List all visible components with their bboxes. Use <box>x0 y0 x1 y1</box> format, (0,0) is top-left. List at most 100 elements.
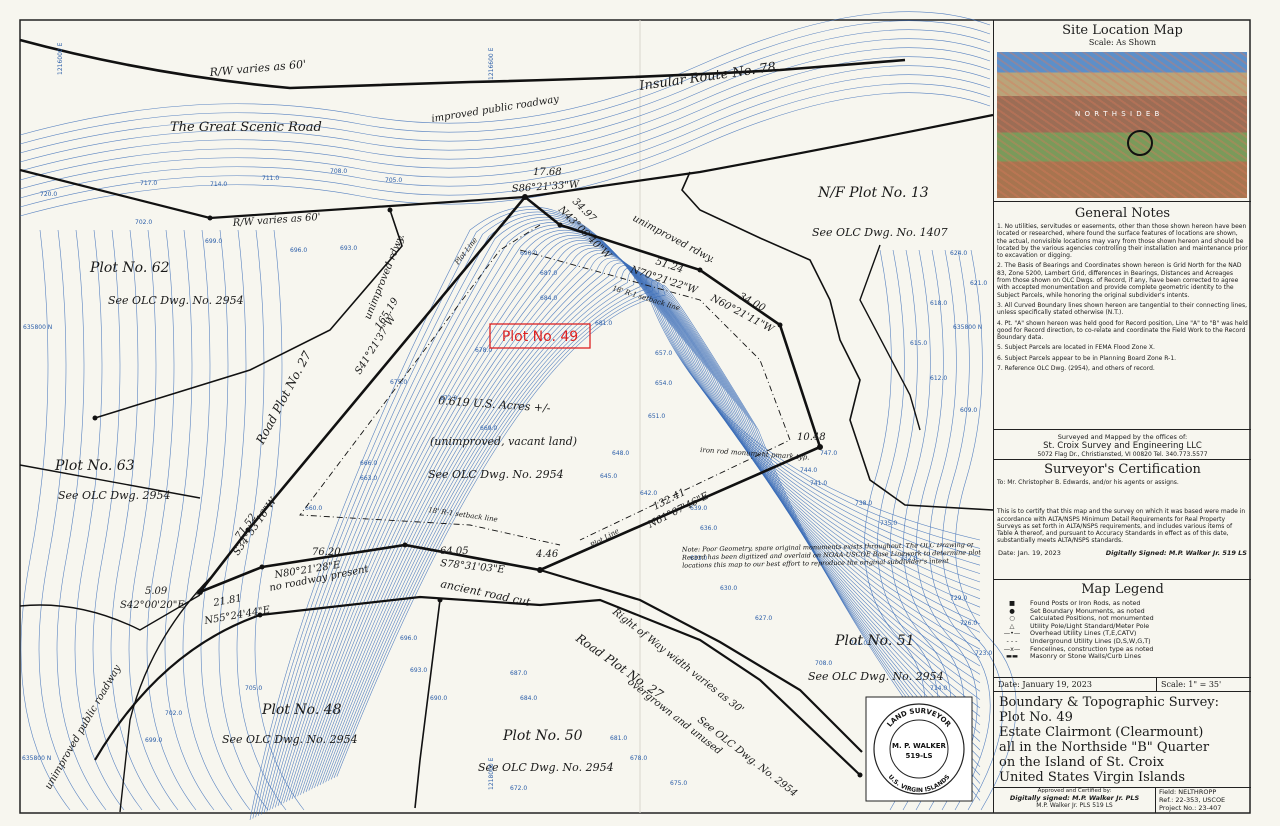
plot-63-line <box>19 464 201 499</box>
elevation-label: 726.0 <box>960 620 977 627</box>
plot-49-label: Plot No. 49 <box>502 329 578 345</box>
setback-lines <box>299 224 791 546</box>
certification-signature: Digitally Signed: M.P. Walker Jr. 519 LS <box>1105 548 1247 557</box>
grid-labels: 1216000 E 1216600 E 1218000 E 635800 N 6… <box>22 42 982 790</box>
road-plot-27-north-line <box>539 568 863 753</box>
poor-geometry-note: Note: Poor Geometry, spare original monu… <box>682 543 982 570</box>
plot-62-label: Plot No. 62 <box>89 260 170 276</box>
elevation-label: 714.0 <box>210 181 227 188</box>
elevation-label: 729.0 <box>950 595 967 602</box>
elevation-label: 666.0 <box>360 460 377 467</box>
elevation-label: 672.0 <box>510 785 527 792</box>
plot-13-label: N/F Plot No. 13 <box>817 185 929 201</box>
site-location-box: Site Location Map Scale: As Shown N O R … <box>994 20 1251 202</box>
unimproved-public-label: unimproved public roadway <box>43 663 124 791</box>
elevation-label: 663.0 <box>360 475 377 482</box>
company-box: Surveyed and Mapped by the offices of: S… <box>994 430 1251 460</box>
elevation-label: 711.0 <box>262 175 279 182</box>
elevation-label: 708.0 <box>330 168 347 175</box>
plot-62-63-line <box>94 209 403 419</box>
elevation-label: 630.0 <box>720 585 737 592</box>
drawing-scale: Scale: 1" = 35' <box>1156 678 1251 691</box>
elevation-label: 696.0 <box>400 635 417 642</box>
grid-label-3: 1218000 E <box>488 757 495 790</box>
plot-13-line <box>681 171 994 511</box>
elevation-label: 675.0 <box>390 379 407 386</box>
legend-item: —•—Overhead Utility Lines (T,E,CATV) <box>1003 629 1137 638</box>
plot-49-acres: 0.619 U.S. Acres +/- <box>438 394 551 415</box>
plot-line-bottom-label: Plot Line <box>588 527 620 550</box>
rw-south-line <box>19 113 994 220</box>
legend-title: Map Legend <box>1081 582 1164 597</box>
certification-box: Surveyor's Certification To: Mr. Christo… <box>994 460 1251 580</box>
legend-item: ▬▬Masonry or Stone Walls/Curb Lines <box>1005 652 1141 661</box>
elevation-label: 705.0 <box>385 177 402 184</box>
road-lines <box>19 38 994 813</box>
bearing-1048: 10.48 <box>797 432 826 443</box>
bearing-7620: 76.20 <box>312 547 341 558</box>
note-5: 5. Subject Parcels are located in FEMA F… <box>997 344 1155 352</box>
elevation-label: 681.0 <box>610 735 627 742</box>
elevation-label: 609.0 <box>960 407 977 414</box>
bearing-s42: S42°00'20"E <box>120 600 185 611</box>
bearing-6405: 64.05 <box>440 546 469 557</box>
setback-west <box>299 224 561 546</box>
grid-label-4: 635800 N <box>23 324 52 331</box>
elevation-label: 627.0 <box>755 615 772 622</box>
title-line-5: on the Island of St. Croix <box>999 755 1164 770</box>
elevation-label: 723.0 <box>975 650 992 657</box>
certification-title: Surveyor's Certification <box>1044 462 1201 477</box>
digital-signature: Digitally signed: M.P. Walker Jr. PLS <box>1009 794 1140 802</box>
elevation-label: 672.0 <box>440 395 457 402</box>
elevation-label: 687.0 <box>540 270 557 277</box>
note-4: 4. Pt. "A" shown hereon was held good fo… <box>997 319 1248 342</box>
project-label: Project No.: 23-407 <box>1159 804 1222 812</box>
elevation-label: 612.0 <box>930 375 947 382</box>
note-6: 6. Subject Parcels appear to be in Plann… <box>997 354 1177 362</box>
site-location-title: Site Location Map <box>1062 23 1183 38</box>
elevation-label: 660.0 <box>305 505 322 512</box>
elevation-label: 705.0 <box>245 685 262 692</box>
elevation-label: 747.0 <box>820 450 837 457</box>
row-width-label: Right of Way width varies as 30' <box>609 606 745 716</box>
elevation-label: 675.0 <box>670 780 687 787</box>
company-address: 5072 Flag Dr., Christiansted, VI 00820 T… <box>1037 451 1208 458</box>
pls-name: M.P. Walker Jr. PLS 519 LS <box>1036 802 1113 809</box>
plot-62-ref: See OLC Dwg. No. 2954 <box>108 294 244 307</box>
seal-name: M. P. WALKER <box>892 742 946 750</box>
elevation-label: 621.0 <box>970 280 987 287</box>
elevation-label: 693.0 <box>340 245 357 252</box>
road-see-2954-label: See OLC Dwg. No. 2954 <box>695 715 799 800</box>
elevation-label: 633.0 <box>690 555 707 562</box>
site-location-map: N O R T H S I D E B <box>997 52 1247 198</box>
plot-50-ref: See OLC Dwg. No. 2954 <box>478 761 614 774</box>
elevation-label: 744.0 <box>800 467 817 474</box>
elevation-label: 684.0 <box>520 695 537 702</box>
setback-east <box>519 249 791 541</box>
plot-48-ref: See OLC Dwg. No. 2954 <box>222 733 358 746</box>
elevation-label: 735.0 <box>880 520 897 527</box>
elevation-label: 615.0 <box>910 340 927 347</box>
note-1: 1. No utilities, servitudes or easements… <box>997 223 1248 260</box>
elevation-label: 690.0 <box>430 695 447 702</box>
plot-51-label: Plot No. 51 <box>834 633 915 649</box>
bearing-446: 4.46 <box>535 549 559 560</box>
rw-top-label: R/W varies as 60' <box>208 58 306 79</box>
elevation-label: 714.0 <box>930 685 947 692</box>
title-line-6: United States Virgin Islands <box>999 770 1186 785</box>
bearing-509: 5.09 <box>145 586 168 597</box>
legend-item: ■Found Posts or Iron Rods, as noted <box>1008 599 1141 607</box>
road-west-line <box>19 594 201 631</box>
elevation-label: 702.0 <box>165 710 182 717</box>
elevation-label: 681.0 <box>595 320 612 327</box>
elevation-label: 678.0 <box>475 347 492 354</box>
elevation-label: 690.0 <box>520 250 537 257</box>
legend-box: Map Legend ■Found Posts or Iron Rods, as… <box>994 580 1251 678</box>
certification-body: This is to certify that this map and the… <box>997 508 1246 545</box>
plot-49-label-box <box>489 323 591 349</box>
elevation-label: 732.0 <box>900 555 917 562</box>
site-location-region: N O R T H S I D E B <box>1075 110 1161 118</box>
general-notes-box: General Notes 1. No utilities, servitude… <box>994 202 1251 430</box>
surveyor-seal: LAND SURVEYOR U.S. VIRGIN ISLANDS M. P. … <box>865 696 973 802</box>
